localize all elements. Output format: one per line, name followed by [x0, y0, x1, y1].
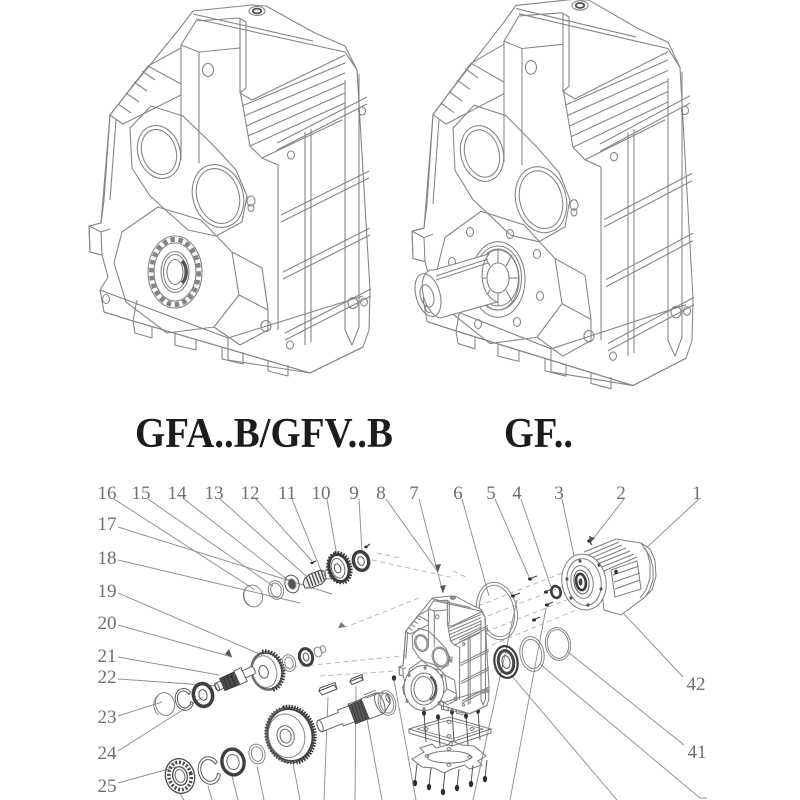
svg-text:19: 19 — [98, 581, 117, 602]
svg-text:2: 2 — [616, 483, 626, 504]
svg-text:17: 17 — [98, 514, 117, 535]
svg-text:6: 6 — [453, 483, 463, 504]
svg-text:3: 3 — [554, 483, 564, 504]
svg-text:7: 7 — [409, 483, 419, 504]
svg-text:13: 13 — [205, 483, 224, 504]
svg-text:14: 14 — [168, 483, 188, 504]
svg-text:24: 24 — [98, 743, 118, 764]
svg-text:9: 9 — [349, 483, 359, 504]
svg-text:5: 5 — [486, 483, 496, 504]
svg-text:4: 4 — [512, 483, 522, 504]
svg-text:1: 1 — [692, 483, 702, 504]
svg-text:42: 42 — [687, 674, 706, 695]
svg-text:11: 11 — [278, 483, 296, 504]
svg-text:GFA..B/GFV..B: GFA..B/GFV..B — [135, 411, 393, 457]
svg-text:8: 8 — [376, 483, 386, 504]
svg-text:41: 41 — [688, 742, 707, 763]
svg-text:18: 18 — [98, 548, 117, 569]
svg-text:12: 12 — [241, 483, 260, 504]
svg-text:25: 25 — [98, 776, 117, 797]
svg-text:20: 20 — [98, 613, 117, 634]
svg-text:10: 10 — [312, 483, 331, 504]
svg-text:22: 22 — [98, 667, 117, 688]
svg-text:GF..: GF.. — [504, 411, 573, 457]
svg-text:21: 21 — [98, 646, 117, 667]
svg-text:23: 23 — [98, 707, 117, 728]
svg-text:15: 15 — [132, 483, 151, 504]
svg-text:16: 16 — [98, 483, 117, 504]
